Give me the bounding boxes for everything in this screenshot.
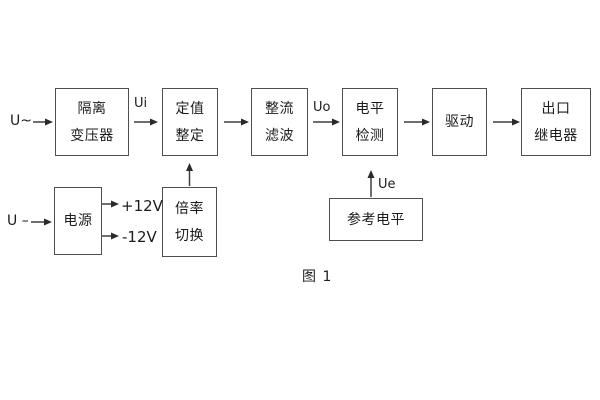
block-label: 滤波 [265, 127, 294, 144]
block-label: 倍率 [175, 200, 204, 217]
ue-signal-label: Ue [378, 177, 396, 192]
block-reference-level: 参考电平 [329, 198, 423, 241]
block-label: 变压器 [70, 127, 114, 144]
arrow-ratio-to-setting [186, 163, 193, 186]
arrow-ac-input [33, 118, 53, 126]
block-power-supply: 电源 [54, 187, 102, 255]
block-label: 电平 [355, 100, 385, 117]
arrow-ue-signal [367, 170, 375, 197]
arrow-level-to-driver [404, 118, 430, 126]
pos-12v-label: +12V [121, 197, 163, 215]
block-label: 定值 [175, 100, 205, 117]
arrow-power-pos12 [102, 200, 119, 208]
arrow-driver-to-relay [493, 118, 520, 126]
block-level-detection: 电平 检测 [342, 88, 398, 156]
block-isolation-transformer: 隔离 变压器 [55, 88, 129, 156]
block-label: 继电器 [534, 127, 578, 144]
block-setting-adjustment: 定值 整定 [162, 88, 218, 156]
arrow-ui-signal [134, 118, 158, 126]
dc-input-label: U – [7, 213, 29, 229]
uo-signal-label: Uo [313, 100, 331, 115]
block-label: 参考电平 [347, 211, 405, 228]
block-label: 电源 [63, 213, 93, 229]
block-ratio-switch: 倍率 切换 [162, 187, 217, 257]
block-label: 整流 [265, 100, 294, 117]
block-label: 驱动 [445, 114, 474, 130]
block-label: 隔离 [77, 100, 107, 117]
figure-caption: 图 1 [302, 269, 333, 285]
block-label: 切换 [175, 227, 204, 244]
ac-input-label: U~ [10, 113, 32, 129]
block-label: 出口 [541, 100, 571, 117]
arrow-dc-input [31, 218, 52, 226]
ui-signal-label: Ui [134, 96, 148, 111]
block-label: 整定 [175, 127, 205, 144]
block-driver: 驱动 [432, 88, 487, 156]
block-label: 检测 [355, 127, 385, 144]
arrow-setting-to-rectifier [224, 118, 249, 126]
neg-12v-label: -12V [122, 228, 157, 246]
arrow-uo-signal [313, 118, 340, 126]
block-output-relay: 出口 继电器 [521, 88, 591, 156]
block-rectifier-filter: 整流 滤波 [251, 88, 308, 156]
arrow-power-neg12 [102, 232, 119, 240]
